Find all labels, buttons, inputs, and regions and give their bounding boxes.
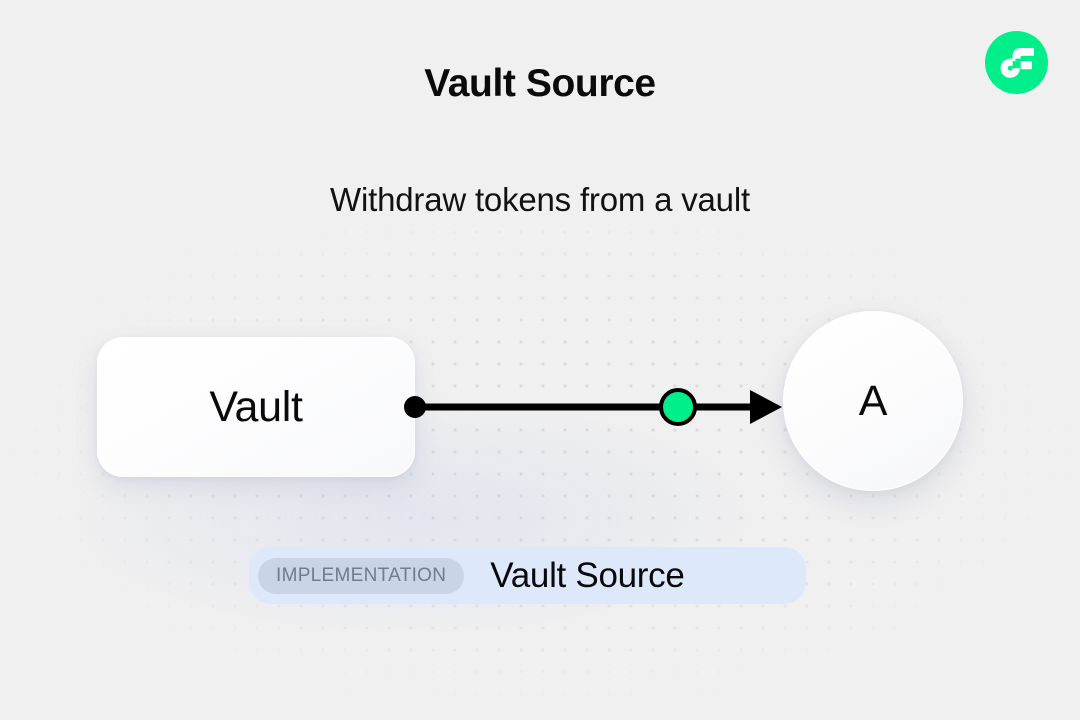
- node-a-label: A: [858, 376, 888, 425]
- edge-midpoint-dot-icon[interactable]: [659, 388, 697, 426]
- flow-logo-badge: [985, 31, 1048, 94]
- node-vault[interactable]: Vault: [97, 337, 415, 477]
- node-a[interactable]: A: [783, 311, 963, 491]
- node-vault-label: Vault: [209, 382, 303, 431]
- page-title: Vault Source: [424, 62, 656, 105]
- flow-logo-icon: [998, 44, 1036, 82]
- edge-arrowhead-icon: [750, 390, 782, 424]
- implementation-tag: IMPLEMENTATION: [258, 557, 465, 594]
- implementation-name: Vault Source: [490, 555, 685, 595]
- implementation-pill: IMPLEMENTATION Vault Source: [249, 547, 806, 604]
- implementation-tag-label: IMPLEMENTATION: [276, 564, 447, 586]
- page-subtitle: Withdraw tokens from a vault: [330, 181, 750, 218]
